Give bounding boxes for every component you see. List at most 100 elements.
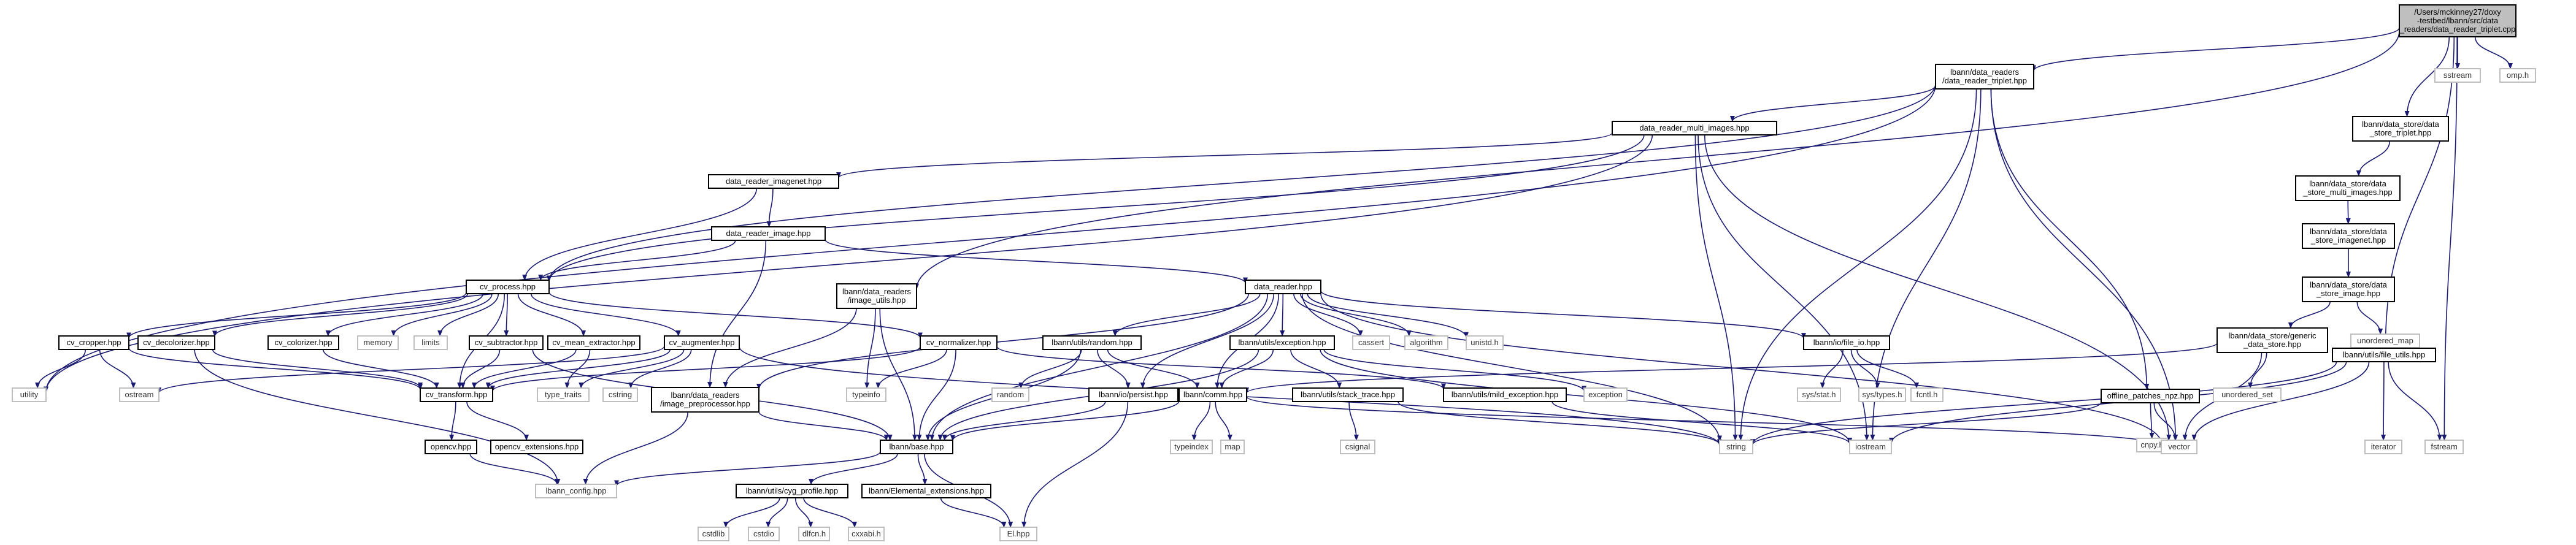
node-label: opencv_extensions.hpp — [495, 442, 579, 451]
node-ds_multi[interactable]: lbann/data_store/data_store_multi_images… — [2295, 175, 2401, 201]
node-dr_multi[interactable]: data_reader_multi_images.hpp — [1612, 121, 1777, 135]
node-box — [1220, 440, 1245, 454]
node-cv_colorizer[interactable]: cv_colorizer.hpp — [267, 335, 339, 350]
node-persist[interactable]: lbann/io/persist.hpp — [1088, 387, 1178, 402]
node-label: utility — [20, 390, 39, 399]
node-elemental_ext[interactable]: lbann/Elemental_extensions.hpp — [861, 484, 991, 498]
edge-exception_hpp-to-comm — [1219, 349, 1274, 389]
edge-cv_subtractor-to-cv_transform — [460, 349, 501, 389]
node-exception: exception — [1583, 387, 1628, 402]
node-file_utils[interactable]: lbann/utils/file_utils.hpp — [2332, 348, 2436, 362]
node-base[interactable]: lbann/base.hpp — [880, 440, 953, 454]
edge-file_io-to-sys_stat — [1820, 349, 1844, 389]
node-cyg_profile[interactable]: lbann/utils/cyg_profile.hpp — [736, 484, 848, 498]
node-cv_mean_extractor[interactable]: cv_mean_extractor.hpp — [547, 335, 640, 350]
edge-dr_triplet_hpp-to-string — [1738, 88, 1977, 441]
node-dr_image[interactable]: data_reader_image.hpp — [711, 226, 826, 241]
node-box — [664, 335, 740, 350]
edge-file_io-to-sys_types — [1850, 349, 1880, 389]
node-cv_subtractor[interactable]: cv_subtractor.hpp — [469, 335, 544, 350]
edge-data_reader-to-exception_hpp — [1280, 293, 1285, 337]
edge-ds_generic-to-unordered_set — [2248, 352, 2267, 389]
node-box — [711, 226, 826, 241]
node-label: lbann/comm.hpp — [1183, 390, 1242, 399]
node-limits: limits — [413, 335, 448, 350]
node-ds_imagenet[interactable]: lbann/data_store/data_store_imagenet.hpp — [2302, 223, 2395, 249]
node-fstream: fstream — [2424, 440, 2464, 454]
edge-dr_triplet_hpp-to-vector — [1990, 88, 2178, 441]
node-iostream: iostream — [1849, 440, 1892, 454]
edge-cv_process-to-cv_colorizer — [325, 293, 484, 337]
edge-cyg_profile-to-cstdlib — [723, 497, 780, 528]
node-cv_process[interactable]: cv_process.hpp — [466, 280, 550, 294]
node-stack_trace[interactable]: lbann/utils/stack_trace.hpp — [1292, 387, 1404, 402]
node-label: vector — [2168, 442, 2190, 451]
node-box — [848, 527, 885, 541]
node-label: lbann/data_store/data — [2309, 179, 2387, 188]
node-ds_triplet[interactable]: lbann/data_store/data_store_triplet.hpp — [2352, 116, 2449, 142]
node-box — [535, 484, 617, 498]
node-ds_generic[interactable]: lbann/data_store/generic_data_store.hpp — [2217, 327, 2328, 353]
node-cv_decolorizer[interactable]: cv_decolorizer.hpp — [137, 335, 215, 350]
node-label: data_reader_multi_images.hpp — [1639, 123, 1749, 132]
node-cstdio: cstdio — [748, 527, 780, 541]
node-root[interactable]: /Users/mckinney27/doxy-testbed/lbann/src… — [2399, 4, 2516, 37]
node-cv_transform[interactable]: cv_transform.hpp — [420, 387, 493, 402]
edge-comm-to-vector — [1246, 396, 2164, 447]
node-label: El.hpp — [1007, 529, 1030, 538]
node-vector: vector — [2161, 440, 2197, 454]
node-box — [836, 283, 917, 309]
node-image_utils[interactable]: lbann/data_readers/image_utils.hpp — [836, 283, 917, 309]
node-sys_types: sys/types.h — [1858, 387, 1906, 402]
edge-cv_normalizer-to-typeinfo — [875, 349, 947, 389]
node-layer: /Users/mckinney27/doxy-testbed/lbann/src… — [12, 4, 2536, 541]
node-string: string — [1719, 440, 1753, 454]
edge-layer — [35, 27, 2513, 528]
edge-file_utils-to-string — [1750, 361, 2337, 446]
node-label: lbann/utils/exception.hpp — [1238, 338, 1326, 347]
node-cv_cropper[interactable]: cv_cropper.hpp — [58, 335, 129, 350]
edge-random_hpp-to-comm — [1107, 349, 1200, 389]
node-box — [2101, 389, 2200, 403]
node-box — [1088, 387, 1178, 402]
edge-cv_process-to-cv_subtractor — [504, 293, 509, 337]
node-box — [1178, 387, 1247, 402]
node-cv_normalizer[interactable]: cv_normalizer.hpp — [920, 335, 998, 350]
node-omp_h: omp.h — [2499, 68, 2536, 83]
edge-dr_image-to-cv_process — [538, 240, 736, 281]
node-mild_exception[interactable]: lbann/utils/mild_exception.hpp — [1443, 387, 1567, 402]
node-label: iterator — [2371, 442, 2396, 451]
node-image_preprocessor[interactable]: lbann/data_readers/image_preprocessor.hp… — [651, 387, 759, 413]
node-box — [698, 527, 729, 541]
node-label: limits — [421, 338, 440, 347]
node-label: memory — [364, 338, 393, 347]
node-file_io[interactable]: lbann/io/file_io.hpp — [1803, 335, 1890, 350]
node-label: -testbed/lbann/src/data — [2417, 16, 2499, 25]
node-cv_augmenter[interactable]: cv_augmenter.hpp — [664, 335, 740, 350]
node-box — [1910, 387, 1944, 402]
node-random_hpp[interactable]: lbann/utils/random.hpp — [1042, 335, 1142, 350]
node-ostream: ostream — [119, 387, 160, 402]
node-label: /image_utils.hpp — [848, 295, 906, 305]
node-label: cassert — [1358, 338, 1384, 347]
node-ds_image[interactable]: lbann/data_store/data_store_image.hpp — [2302, 276, 2395, 302]
edge-data_reader-to-vector — [1320, 293, 2164, 444]
node-unordered_set: unordered_set — [2213, 387, 2282, 402]
edge-data_reader-to-image_preprocessor — [756, 293, 1249, 390]
node-exception_hpp[interactable]: lbann/utils/exception.hpp — [1229, 335, 1335, 350]
node-label: cv_cropper.hpp — [67, 338, 121, 347]
node-dr_imagenet[interactable]: data_reader_imagenet.hpp — [708, 174, 839, 189]
node-opencv_ext[interactable]: opencv_extensions.hpp — [490, 440, 583, 454]
node-dr_triplet_hpp[interactable]: lbann/data_readers/data_reader_triplet.h… — [1935, 64, 2034, 90]
node-box — [2161, 440, 2197, 454]
node-comm[interactable]: lbann/comm.hpp — [1178, 387, 1247, 402]
node-opencv_hpp[interactable]: opencv.hpp — [425, 440, 477, 454]
node-label: lbann/utils/file_utils.hpp — [2343, 350, 2425, 359]
node-label: typeinfo — [852, 390, 880, 399]
node-box — [1352, 335, 1390, 350]
node-data_reader[interactable]: data_reader.hpp — [1245, 280, 1321, 294]
node-box — [880, 440, 953, 454]
edge-cv_cropper-to-cv_transform — [128, 347, 423, 391]
node-offline_npz[interactable]: offline_patches_npz.hpp — [2101, 389, 2200, 403]
node-label: sstream — [2443, 71, 2472, 80]
